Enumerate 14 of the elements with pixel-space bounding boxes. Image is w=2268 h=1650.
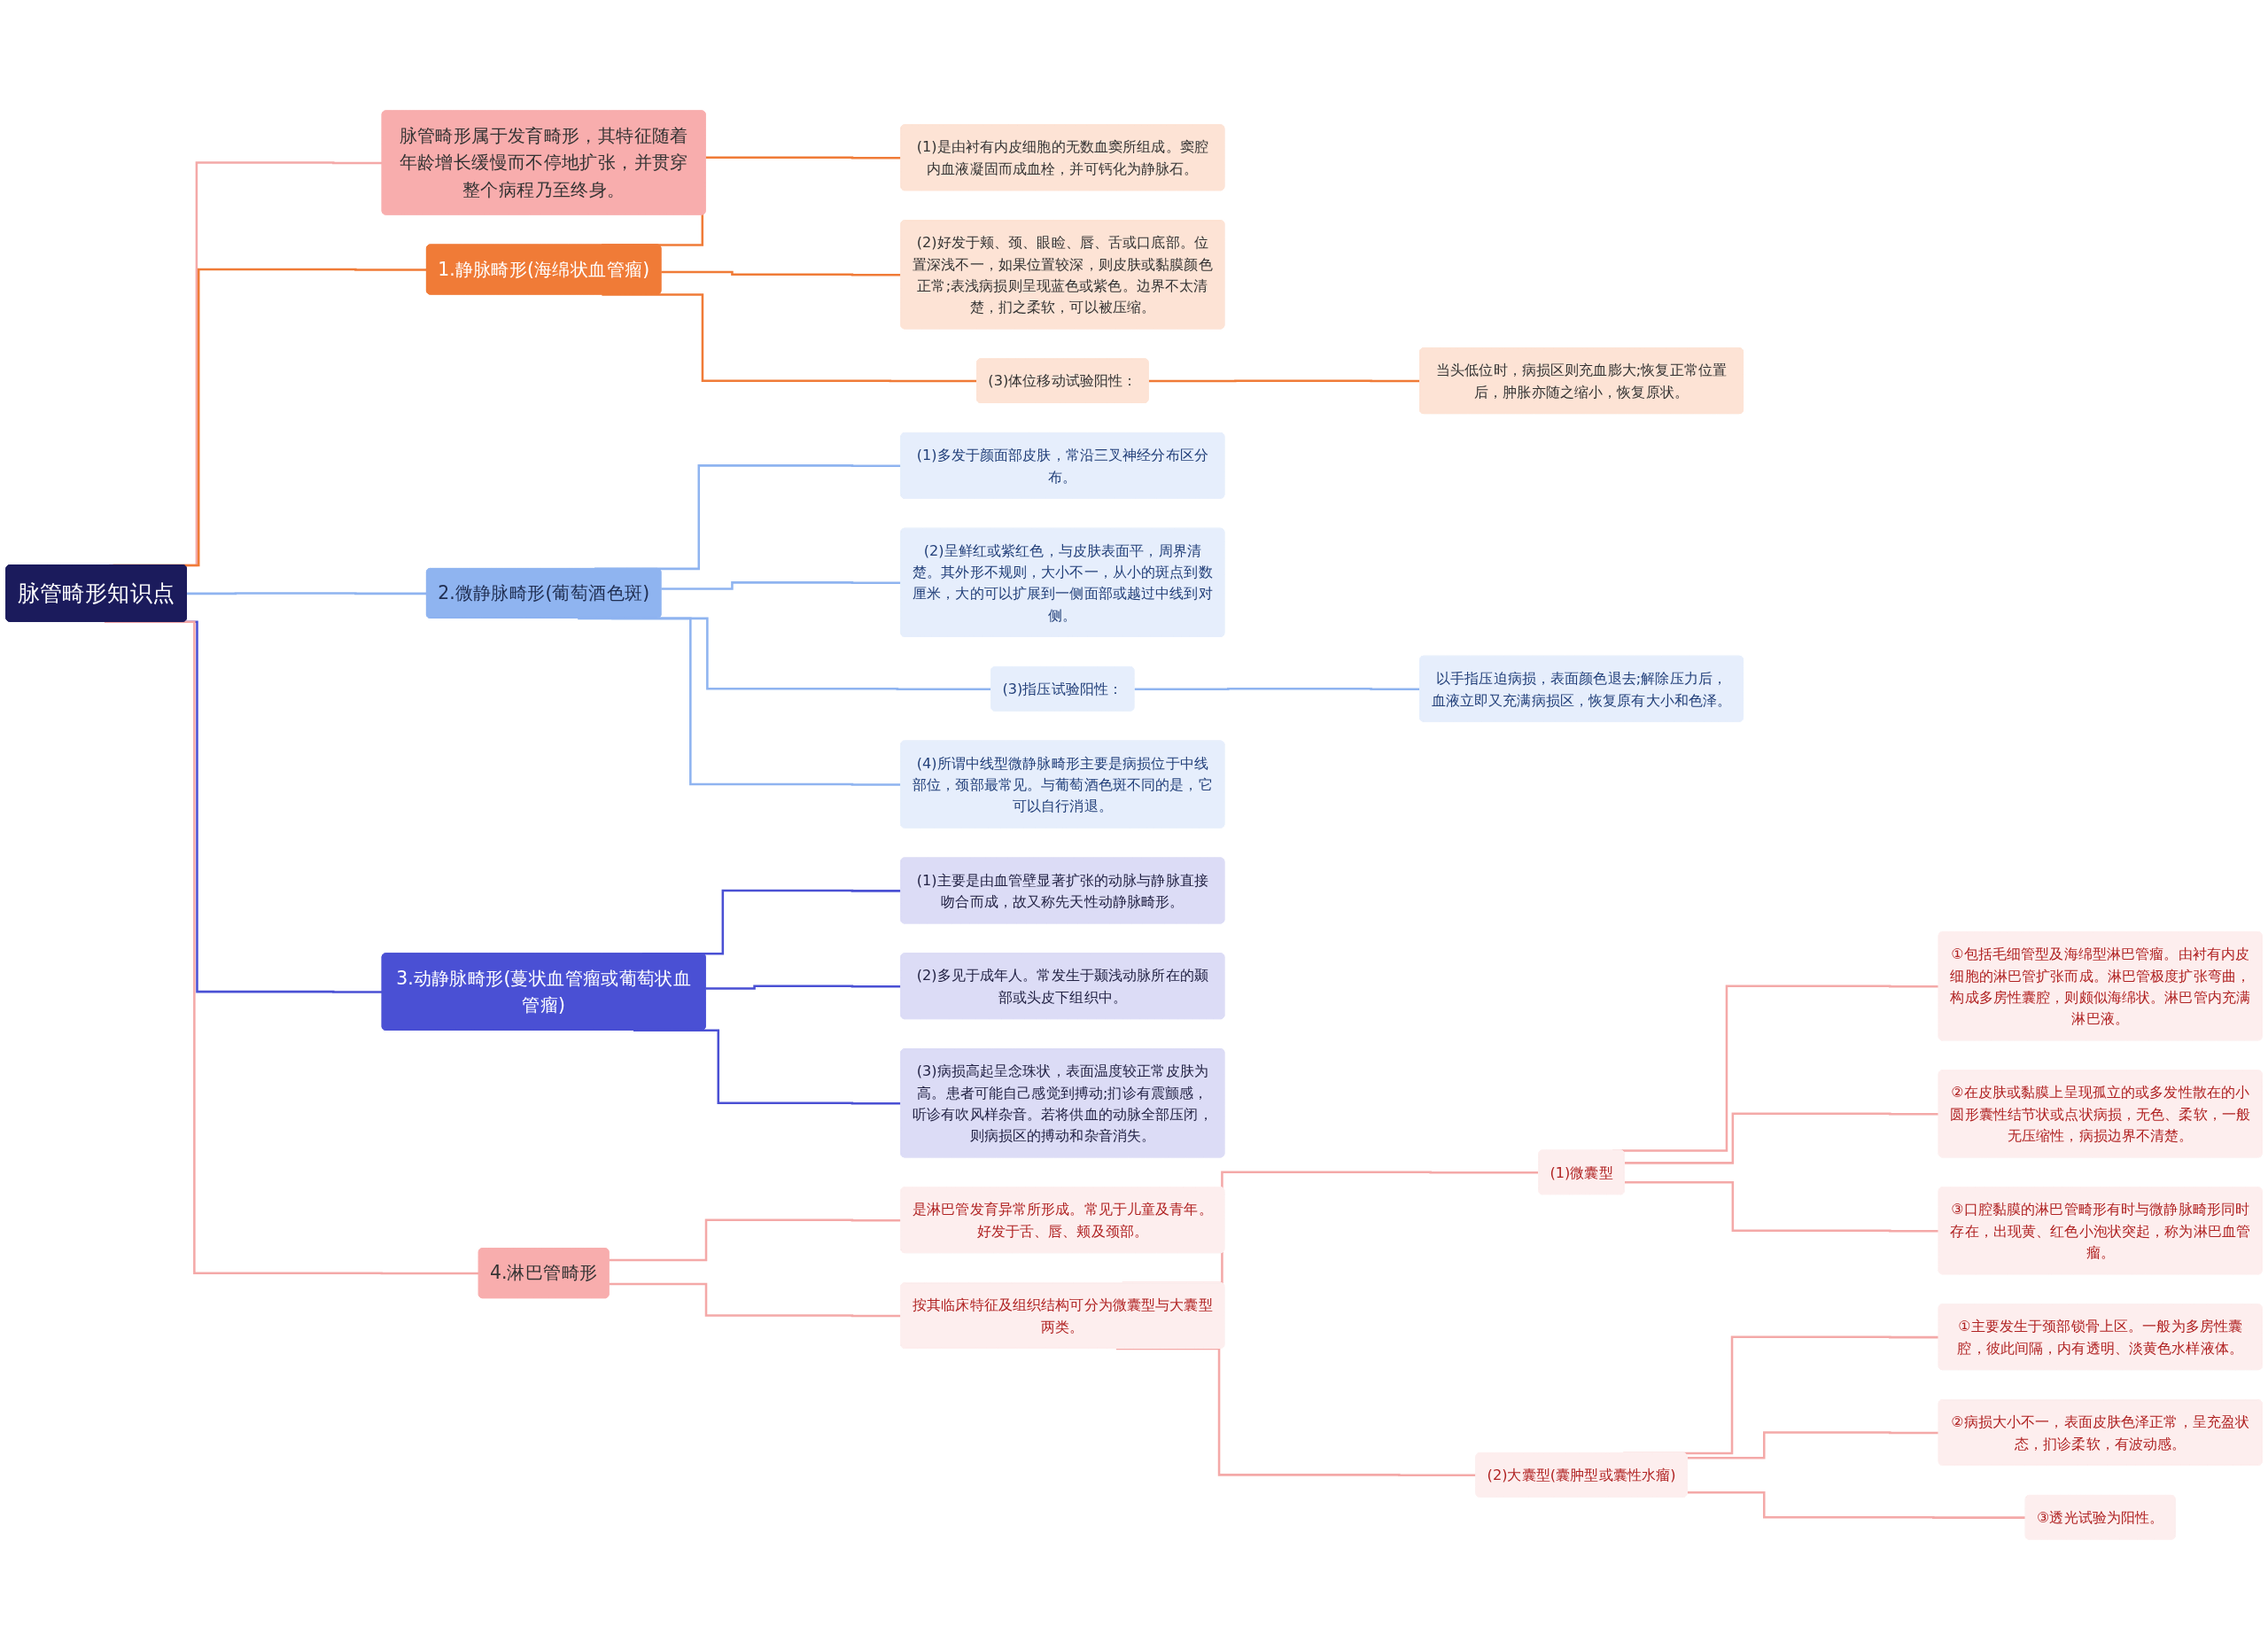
connector — [1687, 1491, 2026, 1519]
connector — [578, 617, 902, 786]
connector — [1687, 1431, 1939, 1459]
connector — [705, 985, 902, 990]
connector — [1624, 1112, 1939, 1164]
connector — [186, 592, 427, 595]
connector — [609, 1282, 902, 1318]
connector — [1134, 688, 1420, 690]
connector — [1115, 1347, 1477, 1477]
connector — [661, 581, 902, 590]
connector — [1624, 1180, 1939, 1233]
connector — [609, 1218, 902, 1262]
connector — [661, 270, 902, 276]
connector — [1148, 379, 1420, 383]
